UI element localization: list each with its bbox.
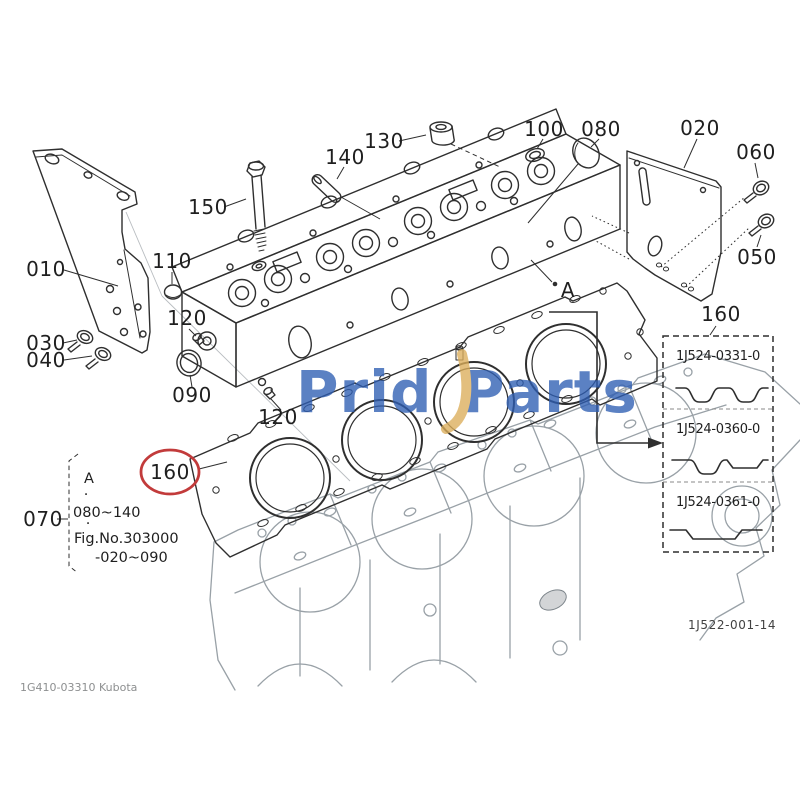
- callout-060: 060: [736, 140, 776, 164]
- callout-040: 040: [26, 348, 66, 372]
- callout-090: 090: [172, 383, 212, 407]
- callout-160-box: 160: [701, 302, 741, 326]
- variant-box-border: [662, 335, 774, 553]
- callout-050: 050: [737, 245, 777, 269]
- part-number-0331: 1J524-0331-0: [676, 349, 760, 364]
- leader-lines: [57, 134, 762, 520]
- bracket-010-drawing: [32, 148, 151, 354]
- callout-070: 070: [23, 507, 63, 531]
- ref-note-range1: 080~140: [73, 505, 141, 521]
- watermark-prefix: Prid: [296, 358, 433, 426]
- figure-code-left: 1G410-03310 Kubota: [20, 681, 137, 694]
- bolt-030: [67, 329, 94, 353]
- callout-100: 100: [524, 117, 564, 141]
- dashed-leader-130: [450, 143, 501, 168]
- bolt-150: [246, 160, 267, 252]
- bolt-040: [85, 346, 112, 370]
- callout-030: 030: [26, 331, 66, 355]
- callout-160-highlighted: 160: [150, 460, 190, 484]
- callout-150: 150: [188, 195, 228, 219]
- variant-box: [549, 311, 774, 553]
- head-gasket-drawing: [189, 282, 658, 558]
- callout-110: 110: [152, 249, 192, 273]
- callout-120a: 120: [167, 306, 207, 330]
- plug-080: [572, 137, 600, 169]
- bracket-020-drawing: [626, 150, 722, 302]
- ref-note-bullet2: ·: [86, 516, 91, 532]
- section-a-dot: [552, 281, 558, 287]
- bolt-060: [743, 180, 770, 204]
- watermark-suffix: Parts: [462, 358, 638, 426]
- plug-120b: [263, 386, 276, 400]
- callout-120b: 120: [258, 405, 298, 429]
- callout-080: 080: [581, 117, 621, 141]
- ref-note-bullet1: ·: [84, 487, 89, 503]
- callout-130: 130: [364, 129, 404, 153]
- plug-120a: [192, 332, 205, 346]
- cylinder-head-drawing: [171, 108, 621, 388]
- ref-note-range2: -020~090: [95, 550, 168, 566]
- callout-140: 140: [325, 145, 365, 169]
- gasket-profile-0361: [669, 529, 763, 540]
- cap-100: [525, 147, 545, 163]
- gasket-profile-0331: [675, 387, 769, 403]
- ref-note-a: A: [84, 471, 94, 487]
- bolt-050: [748, 213, 775, 237]
- dowel-pin-140: [311, 173, 342, 204]
- part-number-0360: 1J524-0360-0: [676, 422, 760, 437]
- gasket-profile-0360: [671, 459, 769, 475]
- ref-note-figno: Fig.No.303000: [74, 531, 179, 547]
- plug-130: [429, 121, 455, 146]
- variant-part-numbers: 1J524-0331-0 1J524-0360-0 1J524-0361-0: [676, 349, 760, 510]
- callout-010: 010: [26, 257, 66, 281]
- figure-code-right: 1J522-001-14: [688, 618, 776, 632]
- callout-020: 020: [680, 116, 720, 140]
- section-a-label: A: [561, 278, 575, 302]
- seal-090: [176, 349, 202, 377]
- ref-note-bracket: [68, 453, 79, 574]
- arrowhead: [648, 437, 663, 449]
- cap-110: [163, 284, 183, 300]
- callout-labels: 010 020 030 040 050 060 070 080 090 100 …: [23, 116, 777, 531]
- dotted-alignment-lines: [591, 196, 750, 288]
- watermark-swoosh: [441, 349, 472, 434]
- part-number-0361: 1J524-0361-0: [676, 495, 760, 510]
- highlight-circle-160: [139, 448, 201, 496]
- ref-note-070: A · 080~140 · Fig.No.303000 -020~090: [73, 471, 179, 566]
- watermark: Prid Parts: [296, 349, 638, 434]
- hatched-port: [539, 589, 567, 611]
